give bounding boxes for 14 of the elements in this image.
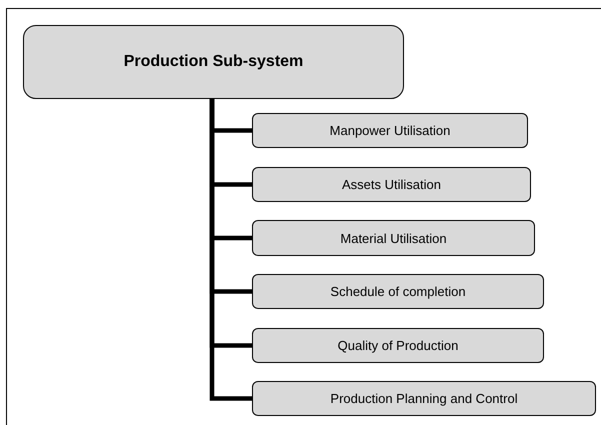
box-label: Quality of Production — [338, 338, 458, 353]
category-box — [252, 274, 544, 309]
category-box — [252, 381, 596, 416]
root-box — [23, 25, 404, 99]
box-label: Production Planning and Control — [330, 391, 518, 406]
box-label: Material Utilisation — [340, 230, 447, 246]
category-box — [252, 167, 531, 202]
category-box — [252, 220, 535, 256]
category-box — [252, 328, 544, 363]
box-label: Schedule of completion — [330, 284, 466, 299]
box-label: Manpower Utilisation — [330, 123, 450, 138]
box-label: Assets Utilisation — [342, 177, 441, 192]
box-label: Production Sub-system — [124, 53, 304, 71]
category-box — [252, 113, 528, 148]
